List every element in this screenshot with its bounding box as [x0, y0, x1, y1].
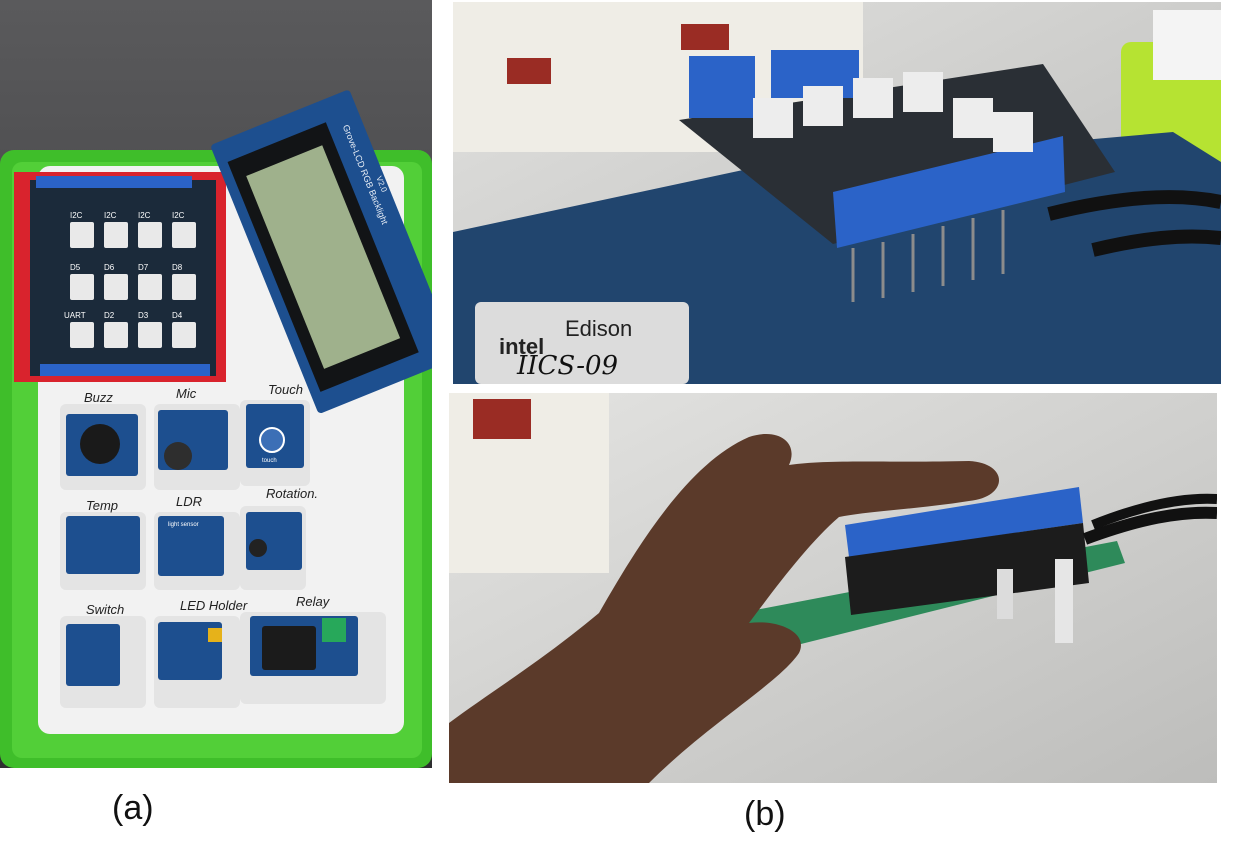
switch-module — [66, 624, 120, 686]
handwritten-tag: IICS-09 — [516, 351, 618, 381]
hand-board-illustration — [449, 393, 1217, 783]
module-label: Touch — [268, 382, 303, 397]
board-name: Edison — [565, 316, 632, 341]
module-label: Relay — [296, 594, 331, 609]
led-module — [158, 622, 222, 680]
hand — [449, 433, 999, 783]
lcd-module: Grove-LCD RGB Backlight V2.0 — [211, 90, 432, 413]
port-label: D6 — [104, 263, 115, 272]
port-label: I2C — [138, 211, 151, 220]
caption-a: (a) — [112, 789, 154, 827]
board-brand: intel — [499, 334, 544, 359]
touch-module-text: touch — [262, 458, 277, 464]
caption-b: (b) — [744, 795, 786, 833]
port-label: D2 — [104, 311, 115, 320]
module-label: LED Holder — [180, 598, 248, 613]
photo-edison-board-side: intel Edison IICS-09 — [453, 2, 1221, 384]
ldr-module — [158, 516, 224, 576]
port-label: I2C — [70, 211, 83, 220]
port-label: I2C — [172, 211, 185, 220]
port-label: I2C — [104, 211, 117, 220]
lcd-screen — [246, 145, 401, 369]
module-label: Mic — [176, 386, 197, 401]
edison-side-illustration: intel Edison IICS-09 — [453, 2, 1221, 384]
module-label: Temp — [86, 498, 118, 513]
module-label: Rotation. — [266, 486, 318, 501]
port-label: D3 — [138, 311, 149, 320]
intel-module — [475, 302, 689, 384]
base-shield: I2C I2C I2C I2C D5 D6 D7 D8 UART D2 D3 D… — [14, 172, 226, 382]
module-label: Buzz — [84, 390, 113, 405]
port-label: D7 — [138, 263, 149, 272]
module-label: LDR — [176, 494, 202, 509]
module-label: Switch — [86, 602, 124, 617]
grove-kit-illustration: I2C I2C I2C I2C D5 D6 D7 D8 UART D2 D3 D… — [0, 0, 432, 768]
port-label: D4 — [172, 311, 183, 320]
photo-hand-holding-board — [449, 393, 1217, 783]
port-label: D5 — [70, 263, 81, 272]
port-label: UART — [64, 311, 86, 320]
photo-grove-kit: I2C I2C I2C I2C D5 D6 D7 D8 UART D2 D3 D… — [0, 0, 432, 768]
port-label: D8 — [172, 263, 183, 272]
temp-module — [66, 516, 140, 574]
light-sensor-text: light sensor — [168, 522, 199, 528]
